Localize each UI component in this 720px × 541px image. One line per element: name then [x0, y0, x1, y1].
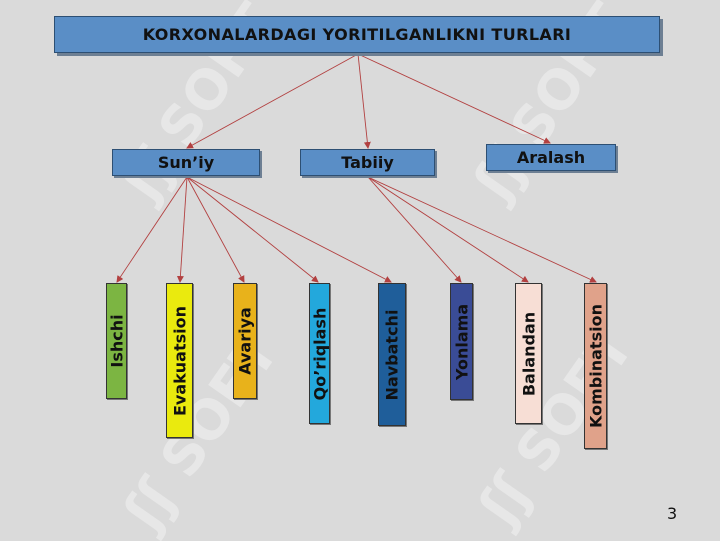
leaf-label: Ishchi	[107, 314, 126, 368]
arrow-tabiiy-to-kombinatsion	[367, 176, 597, 283]
leaf-yonlama: Yonlama	[450, 283, 473, 400]
category-tabiiy: Tabiiy	[300, 149, 435, 176]
arrow-title-to-tabiiy	[357, 53, 371, 149]
arrow-title-to-aralash	[357, 53, 551, 144]
leaf-evakuatsion: Evakuatsion	[166, 283, 193, 438]
arrow-suniy-to-qoriqlash	[186, 176, 319, 283]
arrow-suniy-to-evakuatsion	[176, 176, 188, 283]
category-aralash: Aralash	[486, 144, 616, 171]
leaf-label: Navbatchi	[382, 309, 402, 400]
leaf-balandan: Balandan	[515, 283, 542, 424]
leaf-label: Qo’riqlash	[310, 307, 329, 400]
category-suniy: Sun’iy	[112, 149, 260, 176]
leaf-label: Avariya	[235, 307, 255, 375]
arrow-suniy-to-avariya	[186, 176, 245, 283]
arrow-title-to-suniy	[186, 53, 359, 149]
leaf-label: Yonlama	[452, 303, 471, 380]
arrow-suniy-to-navbatchi	[186, 176, 392, 283]
arrow-tabiiy-to-yonlama	[367, 176, 462, 283]
leaf-avariya: Avariya	[233, 283, 257, 399]
arrow-suniy-to-ishchi	[116, 176, 188, 283]
leaf-navbatchi: Navbatchi	[378, 283, 406, 426]
page-number: 3	[667, 504, 678, 523]
leaf-kombinatsion: Kombinatsion	[584, 283, 607, 449]
leaf-label: Balandan	[519, 311, 538, 396]
diagram-title: KORXONALARDAGI YORITILGANLIKNI TURLARI	[54, 16, 660, 53]
leaf-label: Evakuatsion	[170, 305, 189, 416]
arrow-tabiiy-to-balandan	[367, 176, 529, 283]
leaf-ishchi: Ishchi	[106, 283, 127, 399]
leaf-qoriqlash: Qo’riqlash	[309, 283, 330, 424]
leaf-label: Kombinatsion	[586, 304, 605, 428]
